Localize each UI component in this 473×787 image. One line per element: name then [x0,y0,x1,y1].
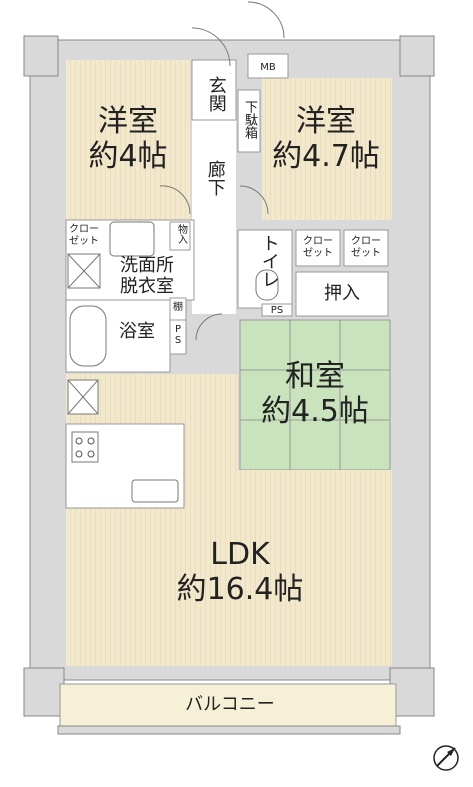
western-room-2-size: 約4.7帖 [272,138,380,174]
oshiire-box [295,271,389,317]
closet-room2-b-label: クロー ゼット [351,236,381,259]
washbasin [109,221,155,257]
ldk-label: LDK 約16.4帖 [140,537,340,607]
ps-bath-label: PS [172,324,184,346]
western-room-1-label: 洋室 約4帖 [72,104,184,174]
closet-room1-label: クロー ゼット [69,224,99,247]
balcony-floor [59,683,397,729]
storage-box [169,221,191,251]
column-bottom-left [23,667,65,717]
entrance-floor [191,59,237,121]
mb-label: MB [260,62,276,73]
dressing-room-name: 脱衣室 [120,275,174,297]
column-bottom-right [389,667,435,717]
ldk-size: 約16.4帖 [176,571,304,607]
column-top-left [23,35,59,77]
western-room-1-floor [66,60,190,220]
stove [71,431,99,463]
storage-label: 物入 [175,224,187,244]
washroom-name: 洗面所 [120,255,174,276]
shoe-box-label: 下駄箱 [241,100,257,139]
western-room-2-name: 洋室 [296,104,356,139]
balcony-rail [57,725,401,735]
bathtub [69,305,107,367]
ps-toilet-box [261,303,293,317]
ldk-name: LDK [210,537,270,572]
kitchen-sink [131,479,179,503]
shelf-label: 棚 [173,302,183,313]
balcony-label: バルコニー [185,694,275,715]
ps-toilet-label: PS [270,305,284,316]
column-top-right [399,35,435,77]
japanese-room-size: 約4.5帖 [261,393,369,429]
western-room-2-floor [262,78,392,220]
hallway-label: 廊下 [204,160,226,196]
closet-room2-a-label: クロー ゼット [303,236,333,259]
japanese-room-floor [239,319,391,471]
western-room-1-size: 約4帖 [88,138,168,174]
japanese-room-label: 和室 約4.5帖 [240,359,390,429]
toilet-bowl [255,269,279,301]
toilet-label: トイレ [258,234,280,288]
entrance-label: 玄関 [205,76,227,112]
washroom-label: 洗面所 脱衣室 [104,255,190,297]
western-room-1-name: 洋室 [98,104,158,139]
japanese-room-name: 和室 [285,359,345,394]
oshiire-label: 押入 [324,283,360,304]
shoe-box [237,89,261,153]
western-room-2-label: 洋室 約4.7帖 [262,104,390,174]
mb-box [247,53,289,79]
north-arrow-icon [433,745,459,771]
closet-room2-a [295,229,341,267]
ps-bath-box [169,319,187,355]
bathroom-label: 浴室 [119,321,155,342]
closet-room2-b [343,229,389,267]
